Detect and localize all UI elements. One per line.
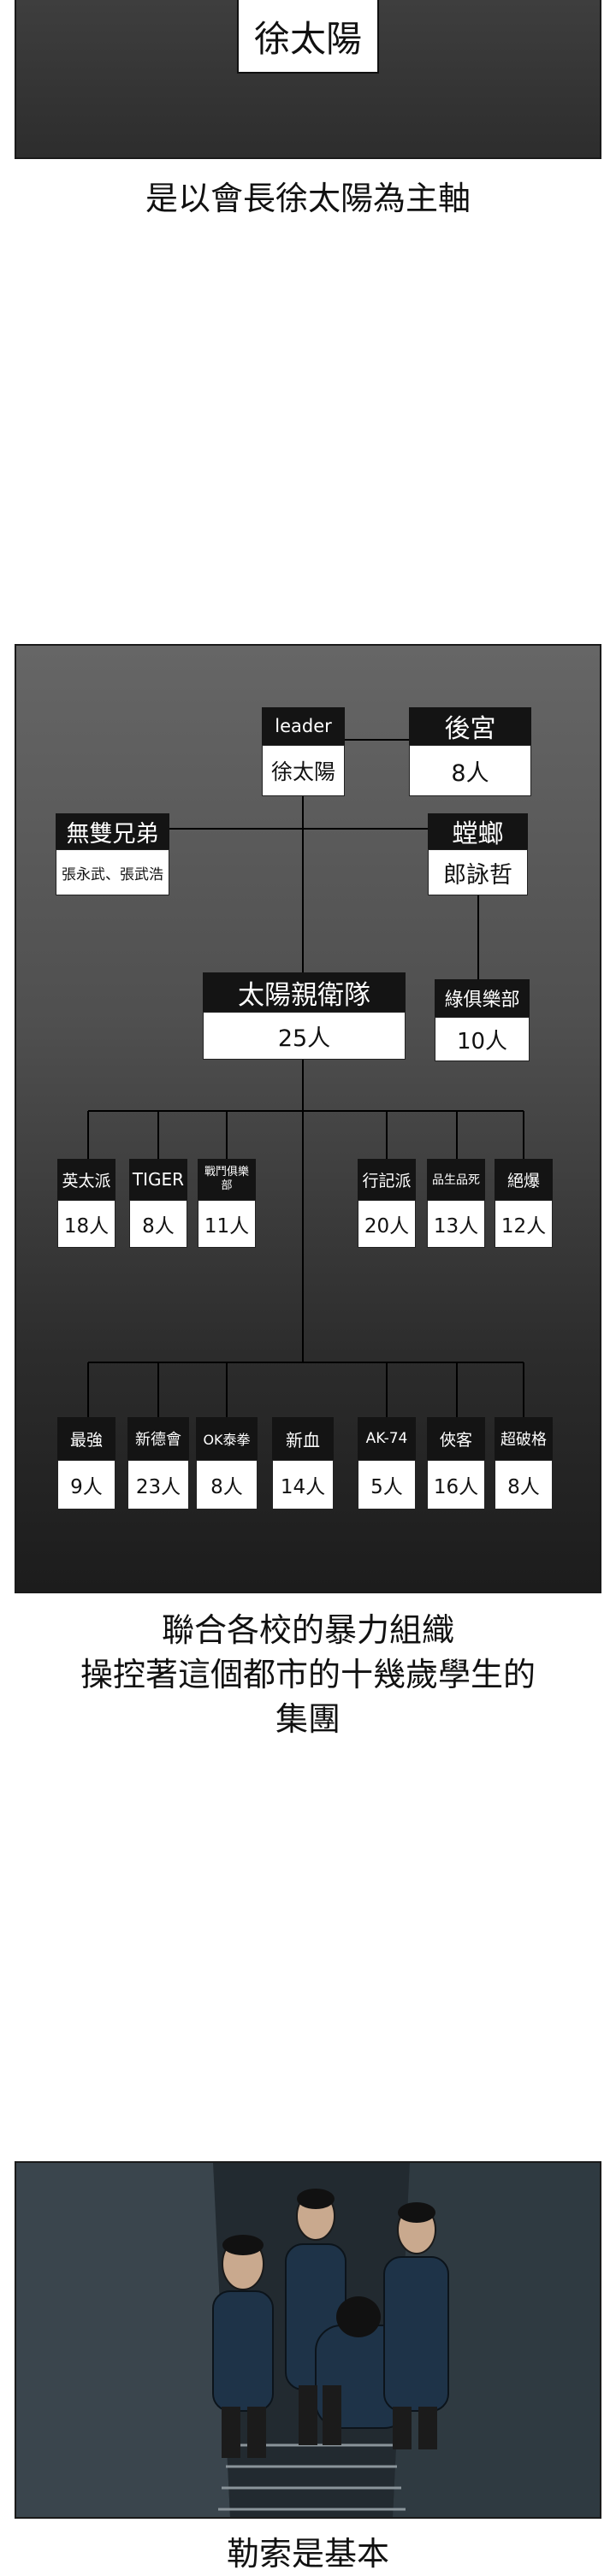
group-label: 俠客 — [427, 1417, 485, 1460]
group-label: AK-74 — [358, 1417, 416, 1460]
brothers-names: 張永武、張武浩 — [56, 849, 169, 895]
group-box-row1: TIGER 8人 — [129, 1159, 187, 1248]
name-plate: 徐太陽 — [237, 0, 379, 74]
group-label: 英太派 — [57, 1159, 116, 1200]
guard-label: 太陽親衛隊 — [203, 972, 406, 1012]
group-count: 20人 — [358, 1200, 416, 1248]
group-box-row1: 英太派 18人 — [57, 1159, 116, 1248]
brothers-label: 無雙兄弟 — [56, 813, 169, 849]
group-label: 絕爆 — [495, 1159, 553, 1200]
group-label: OK泰拳 — [196, 1417, 258, 1460]
group-label: 最強 — [57, 1417, 116, 1460]
group-count: 8人 — [495, 1460, 553, 1510]
group-count: 8人 — [129, 1200, 187, 1248]
group-label: 行記派 — [358, 1159, 416, 1200]
group-box-row1: 絕爆 12人 — [495, 1159, 553, 1248]
mantis-label: 螳螂 — [428, 813, 528, 849]
group-label: 新血 — [272, 1417, 334, 1460]
caption-extortion: 勒索是基本 — [226, 2535, 389, 2573]
group-count: 18人 — [57, 1200, 116, 1248]
group-count: 16人 — [427, 1460, 485, 1510]
group-count: 13人 — [427, 1200, 485, 1248]
group-count: 8人 — [196, 1460, 258, 1510]
group-box-row2: 俠客 16人 — [427, 1417, 485, 1510]
leader-label: leader — [262, 707, 345, 745]
chart-connector-lines — [87, 739, 524, 1417]
harem-label: 後宮 — [409, 707, 531, 745]
guard-count: 25人 — [203, 1012, 406, 1060]
group-label: 超破格 — [495, 1417, 553, 1460]
group-count: 9人 — [57, 1460, 116, 1510]
caption-line: 操控著這個都市的十幾歲學生的 — [80, 1656, 536, 1693]
caption-line: 集團 — [275, 1700, 341, 1738]
group-box-row1: 行記派 20人 — [358, 1159, 416, 1248]
group-box-row2: 超破格 8人 — [495, 1417, 553, 1510]
leader-name: 徐太陽 — [262, 745, 345, 796]
mantis-name: 郎詠哲 — [428, 849, 528, 895]
group-box-row1: 戰鬥俱樂部 11人 — [198, 1159, 256, 1248]
green-club-box: 綠俱樂部 10人 — [435, 979, 530, 1061]
guard-box: 太陽親衛隊 25人 — [203, 972, 406, 1060]
group-count: 5人 — [358, 1460, 416, 1510]
caption-organization: 聯合各校的暴力組織 操控著這個都市的十幾歲學生的 集團 — [0, 1608, 616, 1741]
group-count: 11人 — [198, 1200, 256, 1248]
group-label: 戰鬥俱樂部 — [198, 1159, 256, 1200]
group-label: 新德會 — [127, 1417, 189, 1460]
group-label: TIGER — [129, 1159, 187, 1200]
group-box-row2: 最強 9人 — [57, 1417, 116, 1510]
group-count: 14人 — [272, 1460, 334, 1510]
group-count: 12人 — [495, 1200, 553, 1248]
brothers-box: 無雙兄弟 張永武、張武浩 — [56, 813, 169, 895]
group-box-row2: 新德會 23人 — [127, 1417, 189, 1510]
group-box-row1: 品生品死 13人 — [427, 1159, 485, 1248]
caption-main-axis: 是以會長徐太陽為主軸 — [145, 180, 471, 217]
green-club-label: 綠俱樂部 — [435, 979, 530, 1017]
stairwell-illustration — [16, 2163, 600, 2517]
group-count: 23人 — [127, 1460, 189, 1510]
org-chart-panel: leader 徐太陽 後宮 8人 無雙兄弟 張永武、張武浩 螳螂 郎詠哲 太陽親… — [15, 644, 601, 1593]
group-box-row2: OK泰拳 8人 — [196, 1417, 258, 1510]
group-label: 品生品死 — [427, 1159, 485, 1200]
green-club-count: 10人 — [435, 1017, 530, 1061]
group-box-row2: 新血 14人 — [272, 1417, 334, 1510]
stairwell-scene-panel — [15, 2161, 601, 2519]
top-panel: 徐太陽 — [15, 0, 601, 159]
caption-line: 聯合各校的暴力組織 — [161, 1611, 454, 1649]
mantis-box: 螳螂 郎詠哲 — [428, 813, 528, 895]
harem-box: 後宮 8人 — [409, 707, 531, 796]
harem-count: 8人 — [409, 745, 531, 796]
group-box-row2: AK-74 5人 — [358, 1417, 416, 1510]
leader-box: leader 徐太陽 — [262, 707, 345, 796]
